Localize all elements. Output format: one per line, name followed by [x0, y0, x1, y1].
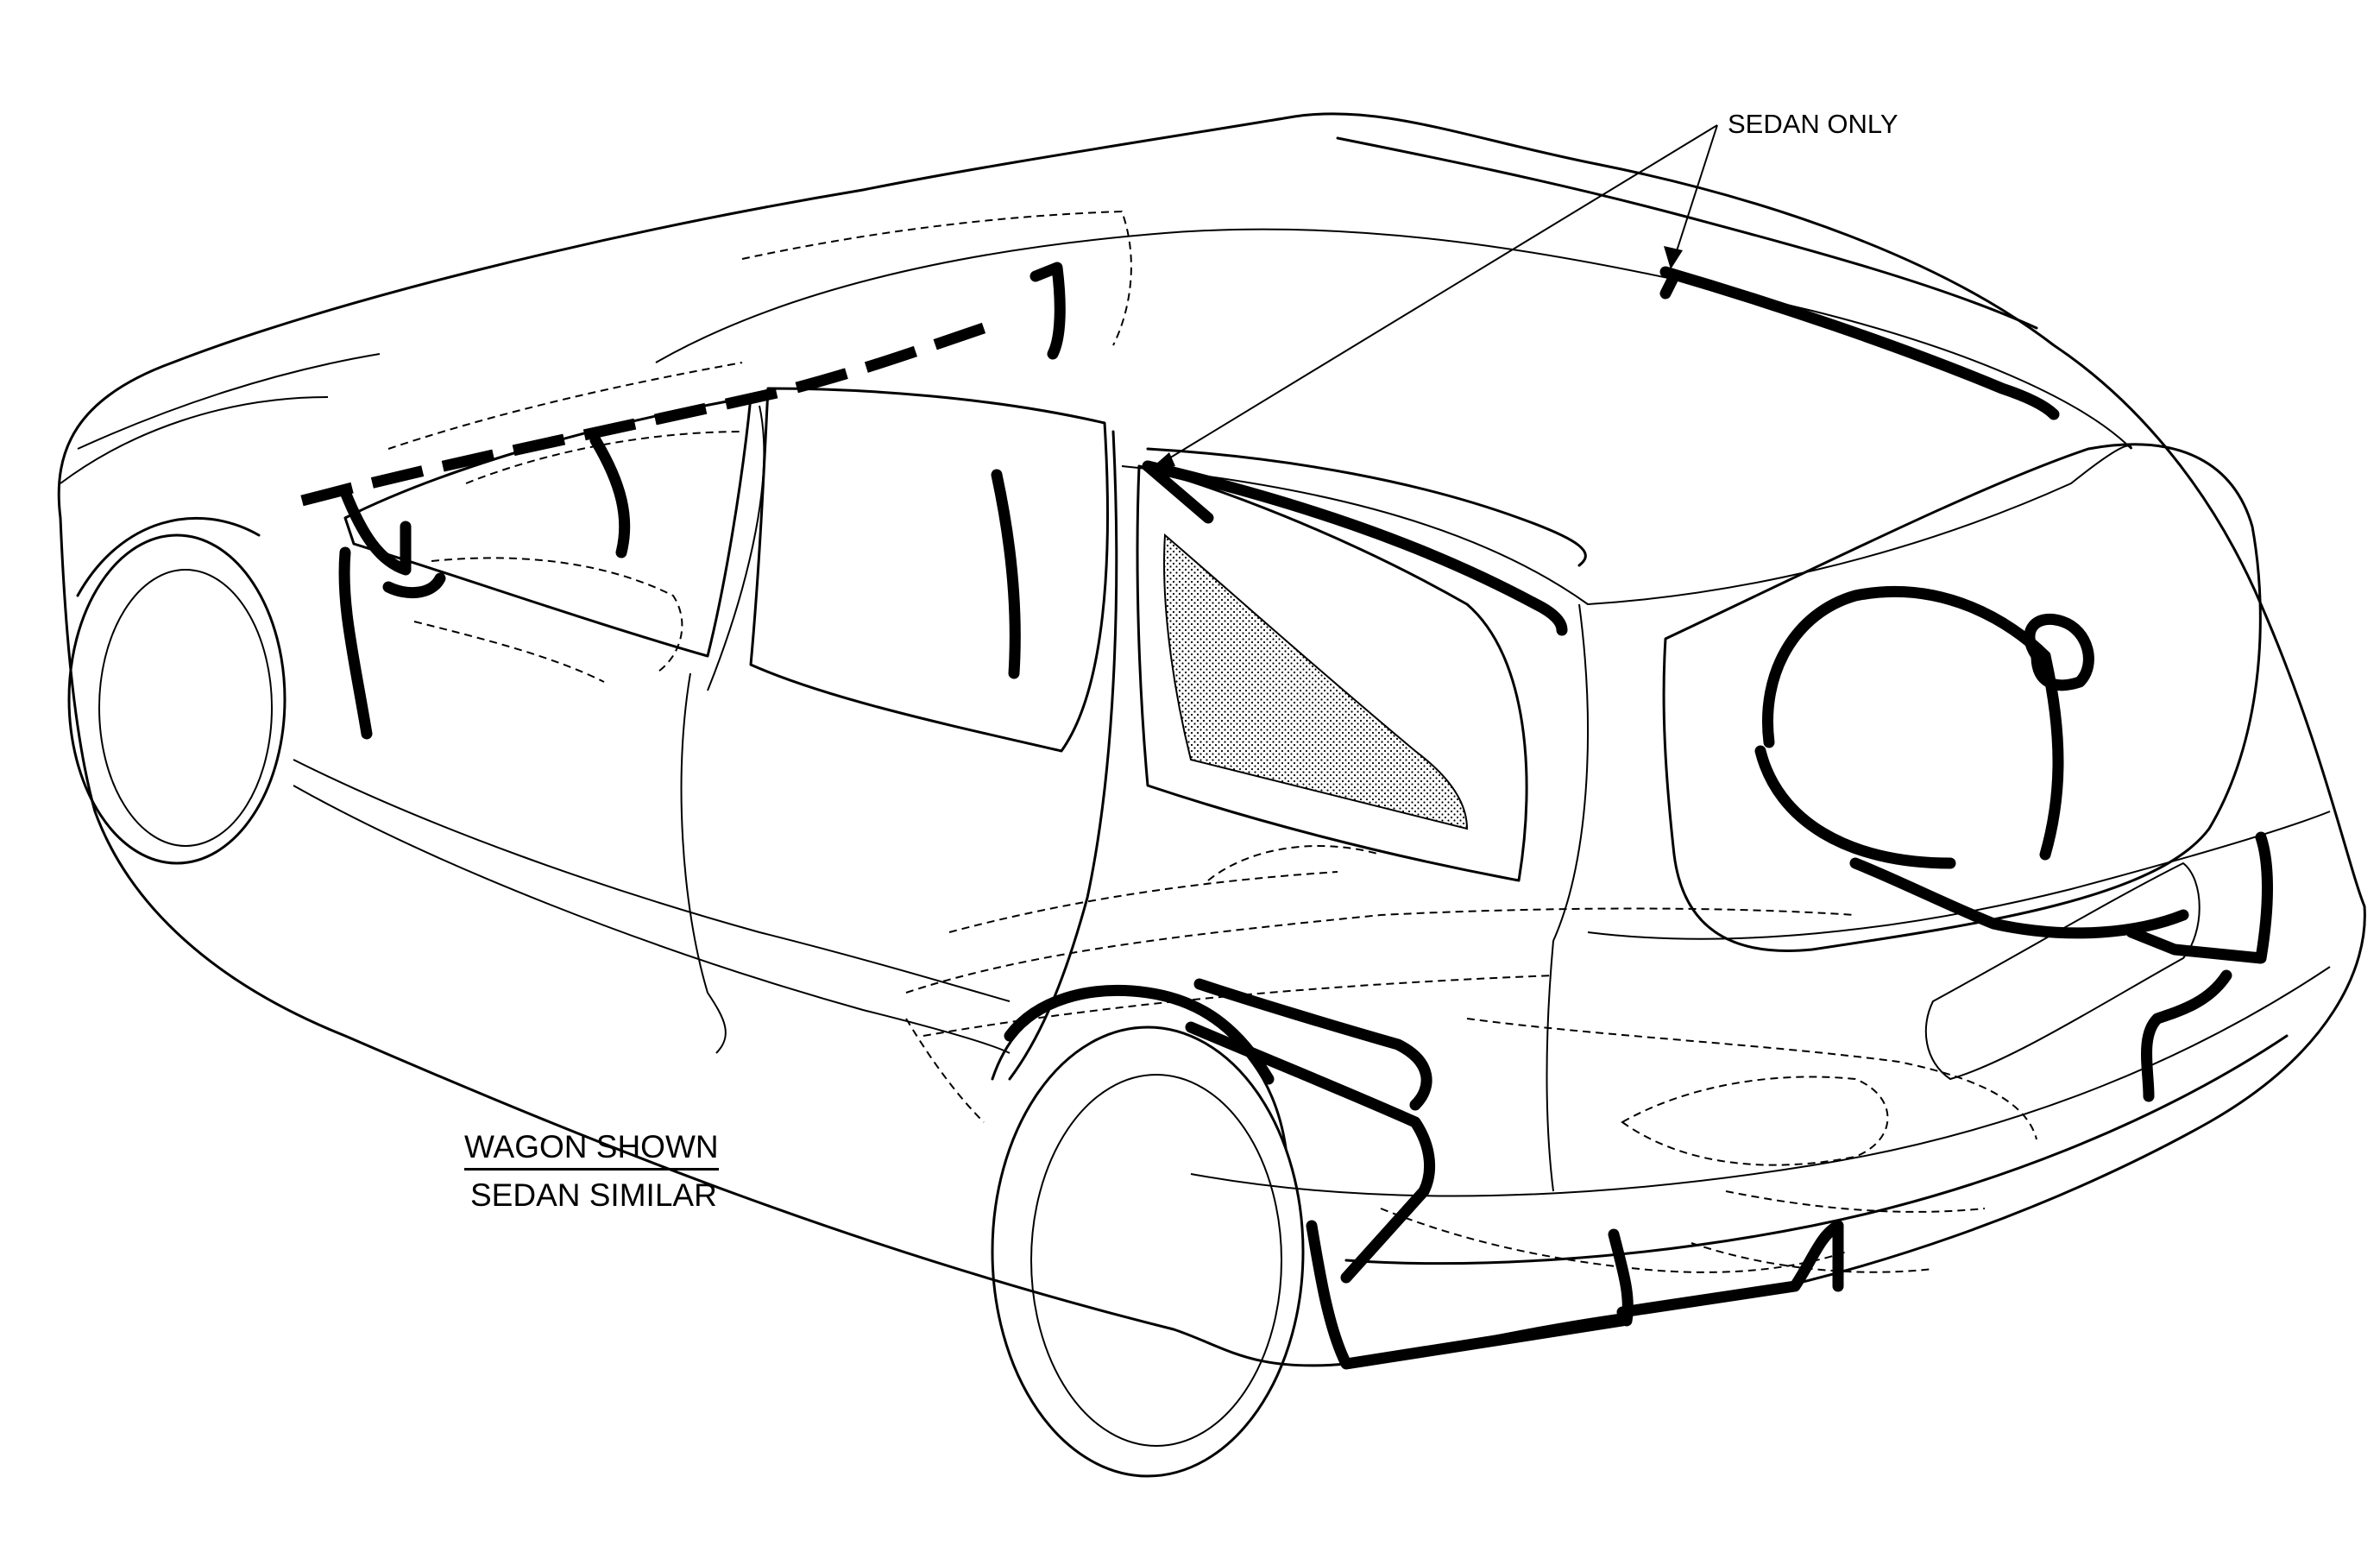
sedan-only-leaders: [1148, 124, 1718, 471]
wiring-harness: [300, 262, 2273, 1370]
sedan-similar-caption: SEDAN SIMILAR: [470, 1177, 717, 1213]
front-wheel: [67, 517, 286, 865]
sedan-only-callout: SEDAN ONLY: [1728, 109, 1898, 139]
vehicle-body: [57, 112, 2366, 1367]
wagon-shown-caption: WAGON SHOWN: [464, 1131, 719, 1171]
